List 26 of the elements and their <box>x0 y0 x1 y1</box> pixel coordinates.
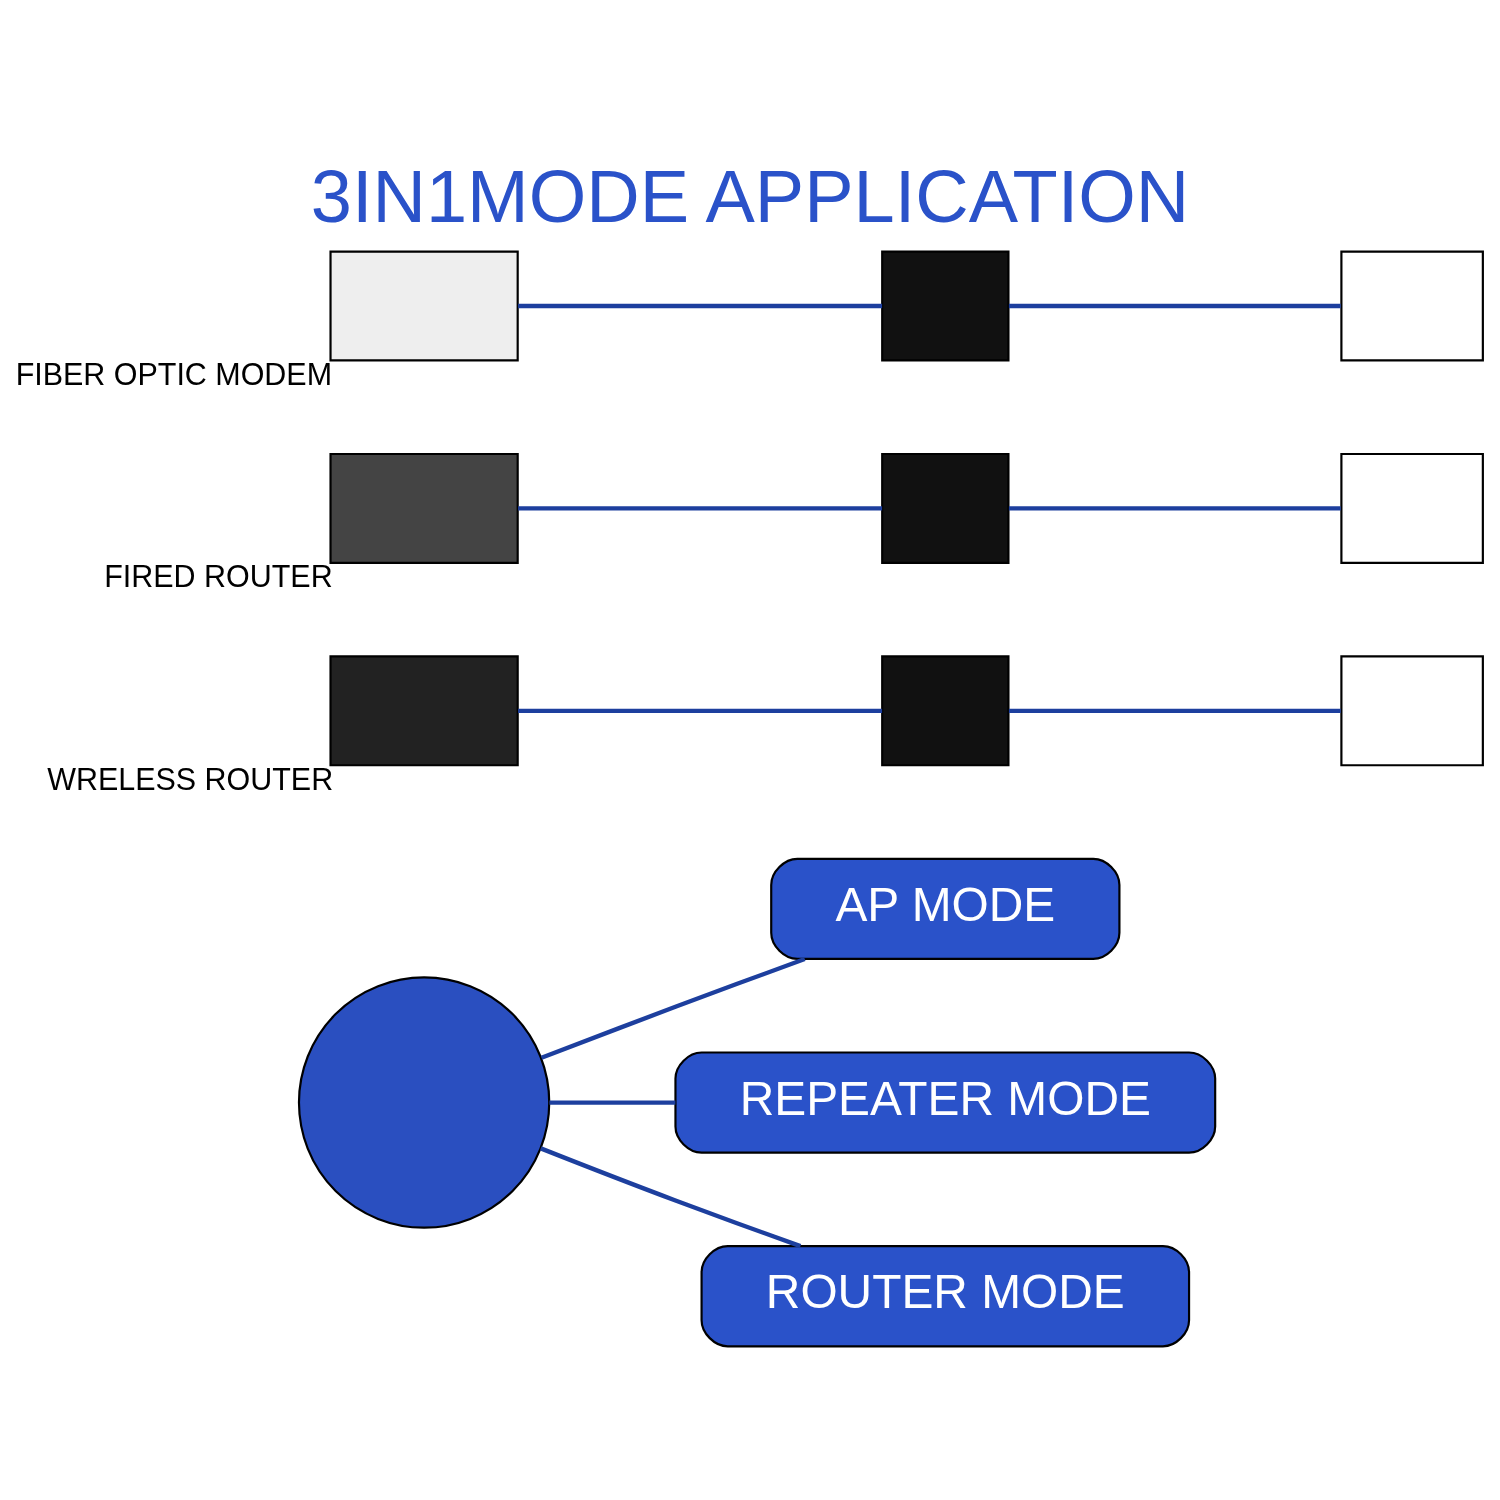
node-box: REPEATER MODE <box>674 1051 1217 1154</box>
connector <box>1008 506 1341 511</box>
node-box <box>1340 655 1484 767</box>
connector <box>539 1146 802 1249</box>
node-box <box>329 250 519 362</box>
node-box <box>881 452 1010 564</box>
connector <box>518 303 883 309</box>
node-box <box>881 250 1010 362</box>
node-box: ROUTER MODE <box>700 1245 1191 1348</box>
node-label: FIBER OPTIC MODEM <box>15 356 333 391</box>
connector <box>1008 708 1341 713</box>
connector <box>518 506 883 511</box>
connector <box>1008 303 1341 309</box>
connector <box>549 1100 676 1105</box>
node-box <box>881 655 1010 767</box>
diagram-title: 3IN1MODE APPLICATION <box>310 154 1190 238</box>
node-box <box>329 655 519 767</box>
node-circle <box>297 976 551 1229</box>
connector <box>540 956 806 1060</box>
node-label: FIRED ROUTER <box>104 559 333 594</box>
node-box <box>1340 250 1484 362</box>
node-box: AP MODE <box>770 857 1121 960</box>
node-box <box>329 452 519 564</box>
node-box <box>1340 452 1484 564</box>
node-label: WRELESS ROUTER <box>47 761 334 796</box>
connector <box>518 708 883 713</box>
